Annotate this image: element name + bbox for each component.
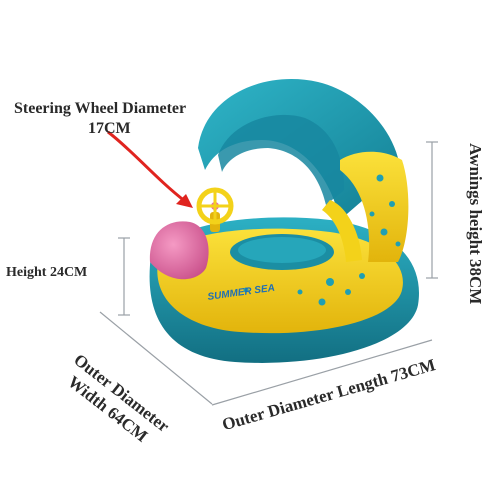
height-label: Height 24CM [6, 265, 88, 280]
sunshade-canopy [198, 79, 409, 262]
awning-dimension-line [426, 141, 438, 279]
steering-wheel [196, 187, 234, 232]
width-dimension-line [99, 311, 213, 405]
length-dimension-line [211, 339, 433, 406]
height-dimension-line [118, 237, 130, 316]
steering-wheel-value: 17CM [88, 120, 131, 137]
pink-bow [149, 221, 209, 280]
steering-wheel-title: Steering Wheel Diameter [14, 100, 187, 117]
red-arrow [107, 130, 193, 208]
awning-height-label: Awnings height 38CM [465, 143, 485, 305]
